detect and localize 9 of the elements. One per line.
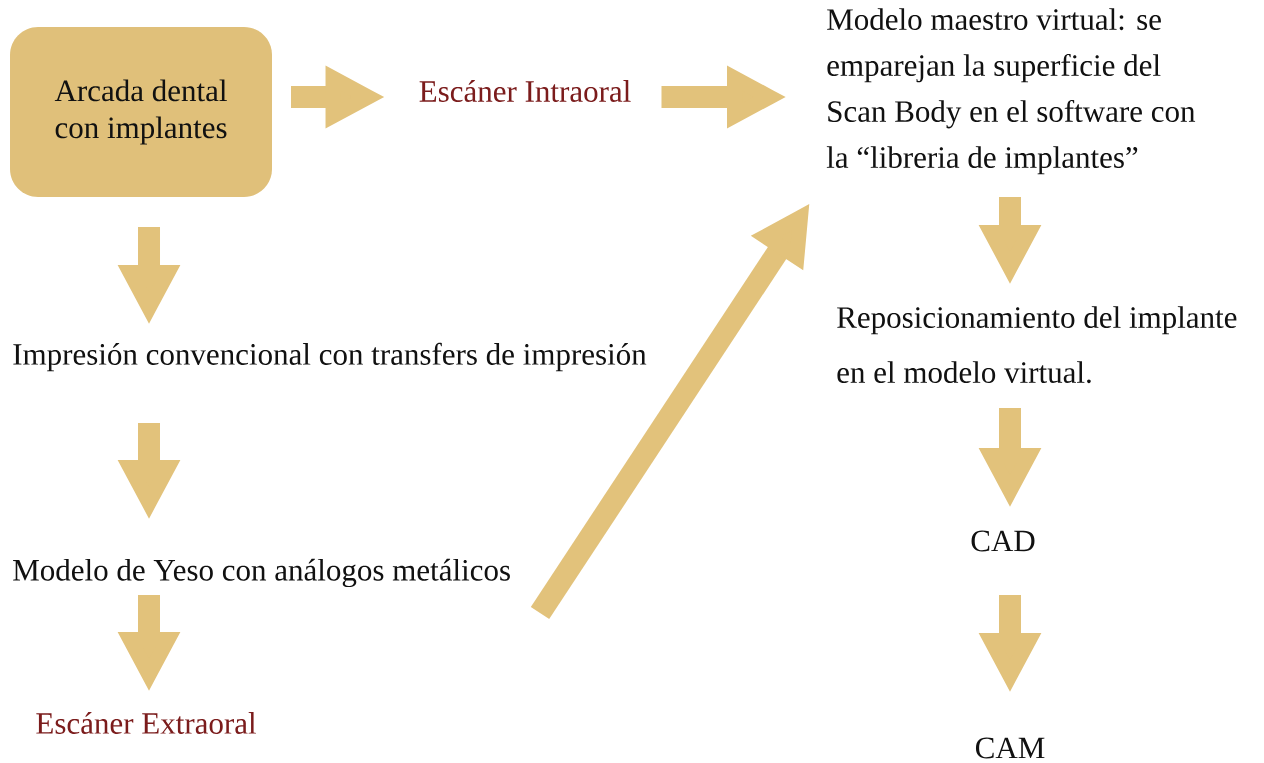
step-label: Escáner Intraoral <box>419 80 631 102</box>
step-label: CAD <box>971 530 1035 552</box>
process-box: Arcada dental con implantes <box>10 27 272 197</box>
step-label: CAM <box>975 737 1045 759</box>
step-label: Modelo de Yeso con análogos metálicos <box>13 558 510 588</box>
step-label: Escáner Extraoral <box>36 712 256 734</box>
step-label: Reposicionamiento del implante en el modelo virtual. <box>837 306 1237 384</box>
step-label: Impresión convencional con transfers de impresión <box>13 342 647 372</box>
step-label: Modelo maestro virtual: se emparejan la superficie del Scan Body en el software con la “libreria de implantes” <box>826 8 1196 175</box>
